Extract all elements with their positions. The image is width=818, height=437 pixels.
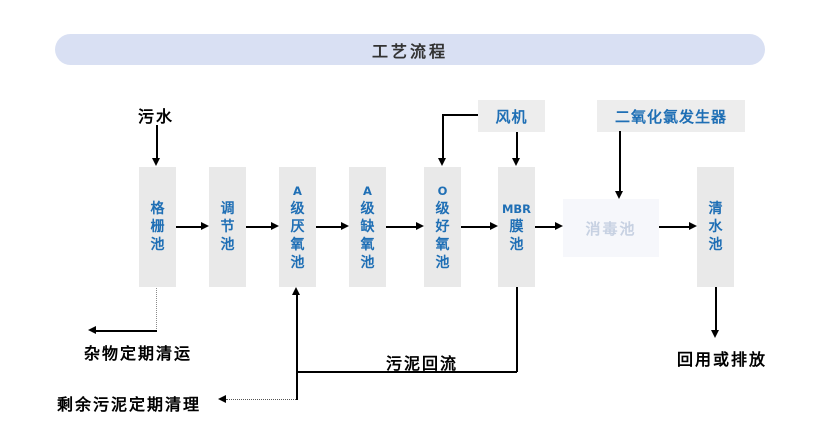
connector-grid-to-regulating-line <box>176 226 202 228</box>
process-box-regulating-tank: 调节池 <box>209 167 246 287</box>
discharge-line <box>715 287 717 331</box>
connector-aerobic-to-mbr-arrowhead <box>490 222 498 230</box>
connector-anaerobic-to-anoxic-line <box>316 226 342 228</box>
generator-to-disinfection-arrowhead <box>615 191 623 199</box>
fan-to-mbr-vertical-line <box>516 132 518 159</box>
equipment-box-chlorine-dioxide-generator: 二氧化氯发生器 <box>597 100 745 132</box>
excess-sludge-arrowhead <box>218 395 226 403</box>
fan-to-aerobic-horizontal-line <box>443 114 478 116</box>
discharge-arrowhead <box>711 330 719 338</box>
diagram-title: 工艺流程 <box>371 41 448 61</box>
debris-removal-label: 杂物定期清运 <box>84 344 193 363</box>
connector-aerobic-to-mbr-line <box>461 226 491 228</box>
connector-anoxic-to-aerobic-line <box>386 226 417 228</box>
process-box-grid-tank: 格栅池 <box>139 167 176 287</box>
inflow-label: 污水 <box>138 107 175 126</box>
connector-grid-to-regulating-arrowhead <box>201 222 209 230</box>
sludge-return-label: 污泥回流 <box>386 354 459 373</box>
inflow-arrowhead <box>152 158 160 166</box>
debris-dotted-line <box>156 288 157 331</box>
connector-regulating-to-anaerobic-line <box>246 226 272 228</box>
connector-mbr-to-disinfection-arrowhead <box>555 222 563 230</box>
connector-anoxic-to-aerobic-arrowhead <box>416 222 424 230</box>
generator-to-disinfection-line <box>619 131 621 192</box>
sludge-return-arrowhead <box>292 287 300 295</box>
process-box-clean-water-tank: 清水池 <box>697 167 734 287</box>
connector-mbr-to-disinfection-line <box>535 226 556 228</box>
title-banner: 工艺流程 <box>55 34 765 65</box>
sludge-return-down-line <box>516 287 518 372</box>
debris-arrowhead <box>88 326 96 334</box>
excess-sludge-label: 剩余污泥定期清理 <box>57 395 202 414</box>
sludge-return-up-line <box>296 294 298 400</box>
equipment-box-fan: 风机 <box>478 100 545 132</box>
fan-to-aerobic-vertical-line <box>442 114 444 159</box>
fan-to-aerobic-arrowhead <box>438 158 446 166</box>
connector-regulating-to-anaerobic-arrowhead <box>271 222 279 230</box>
discharge-label: 回用或排放 <box>677 350 768 369</box>
connector-disinfection-to-clean-line <box>659 226 690 228</box>
sludge-return-horizontal-line <box>296 371 517 373</box>
process-box-disinfection-tank: 消毒池 <box>563 199 659 257</box>
excess-sludge-dotted-line <box>226 399 296 400</box>
connector-disinfection-to-clean-arrowhead <box>689 222 697 230</box>
connector-anaerobic-to-anoxic-arrowhead <box>341 222 349 230</box>
inflow-connector-line <box>156 125 158 159</box>
fan-to-mbr-arrowhead <box>512 158 520 166</box>
debris-arrow-line <box>96 330 157 332</box>
